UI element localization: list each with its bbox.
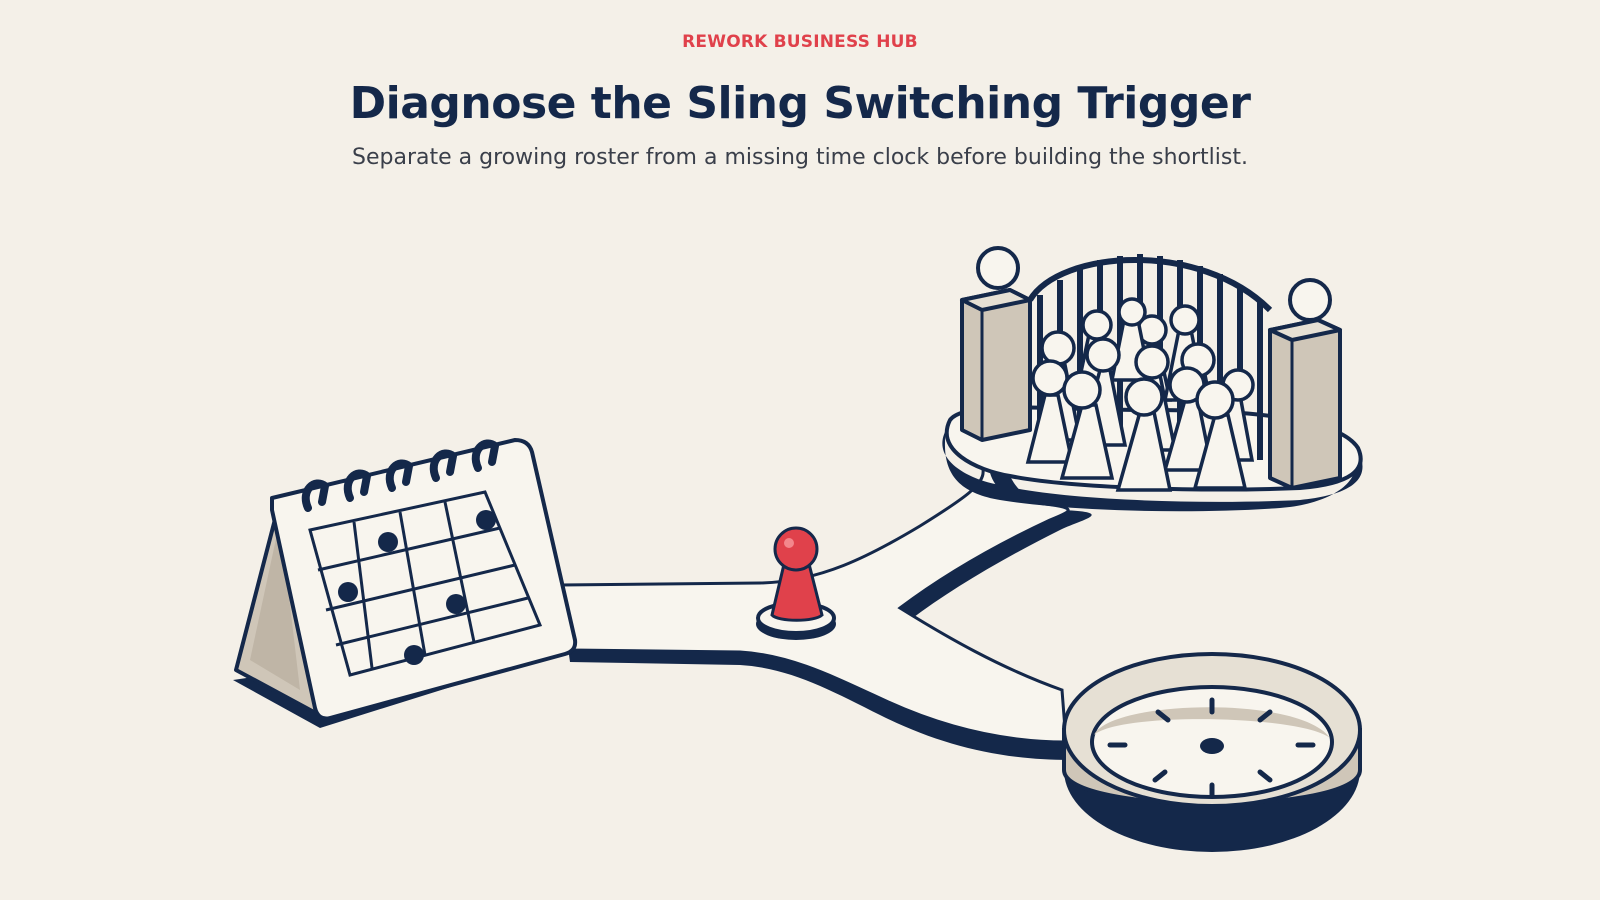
crowd-gate-icon bbox=[942, 246, 1363, 512]
page-title: Diagnose the Sling Switching Trigger bbox=[349, 78, 1251, 129]
game-pawn-icon bbox=[756, 526, 836, 640]
brand-label: REWORK BUSINESS HUB bbox=[682, 32, 918, 52]
time-clock-icon bbox=[1062, 652, 1362, 852]
calendar-icon bbox=[233, 438, 578, 728]
page-subtitle: Separate a growing roster from a missing… bbox=[352, 145, 1248, 170]
